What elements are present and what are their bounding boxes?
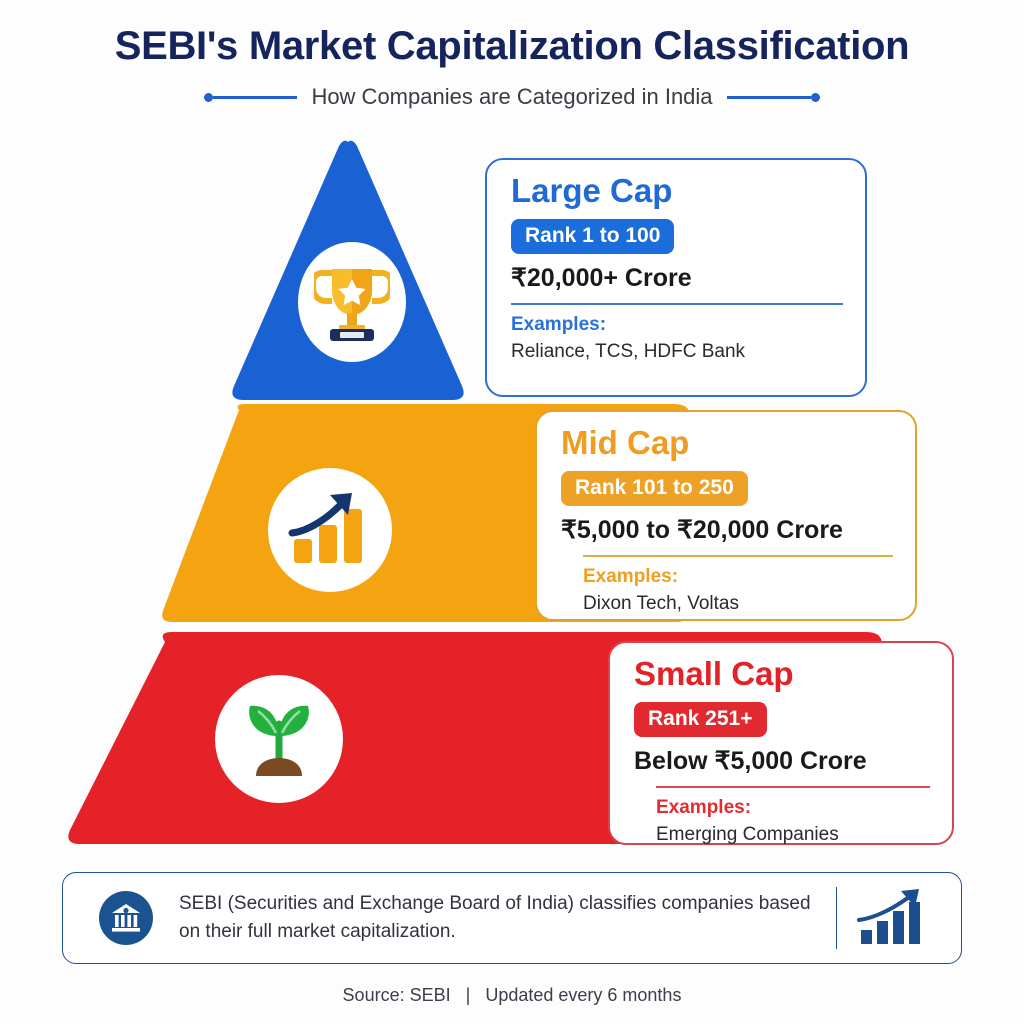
mid-cap-examples-label: Examples:	[583, 566, 679, 588]
mid-cap-value: ₹5,000 to ₹20,000 Crore	[561, 515, 843, 544]
small-cap-icon-bubble	[215, 675, 343, 803]
large-cap-card-body: Large Cap Rank 1 to 100 ₹20,000+ Crore E…	[487, 160, 865, 364]
footer-note: SEBI (Securities and Exchange Board of I…	[62, 872, 962, 964]
header: SEBI's Market Capitalization Classificat…	[0, 24, 1024, 110]
seedling-icon	[249, 705, 309, 776]
footer-note-text: SEBI (Securities and Exchange Board of I…	[179, 893, 811, 942]
small-cap-title: Small Cap	[634, 655, 794, 692]
mid-cap-card-body: Mid Cap Rank 101 to 250 ₹5,000 to ₹20,00…	[537, 412, 915, 616]
large-cap-divider	[511, 303, 843, 306]
small-cap-examples-value: Emerging Companies	[656, 824, 839, 846]
mid-cap-card[interactable]: Mid Cap Rank 101 to 250 ₹5,000 to ₹20,00…	[535, 410, 917, 621]
subtitle-row: How Companies are Categorized in India	[0, 84, 1024, 110]
page-subtitle: How Companies are Categorized in India	[311, 84, 713, 109]
subtitle-rule-right	[726, 92, 820, 102]
mid-cap-title: Mid Cap	[561, 424, 690, 461]
large-cap-icon-bubble	[298, 242, 406, 362]
large-cap-card[interactable]: Large Cap Rank 1 to 100 ₹20,000+ Crore E…	[485, 158, 867, 397]
line-icon	[726, 95, 811, 99]
large-cap-title: Large Cap	[511, 172, 673, 209]
large-cap-value: ₹20,000+ Crore	[511, 263, 692, 292]
source-line: Source: SEBI | Updated every 6 months	[0, 985, 1024, 1006]
bank-icon	[112, 904, 140, 932]
footer-chart-wrap	[857, 888, 929, 948]
mid-cap-examples-value: Dixon Tech, Voltas	[583, 593, 739, 615]
large-cap-examples-label: Examples:	[511, 314, 607, 336]
footer-divider	[835, 887, 837, 949]
dot-icon	[810, 92, 820, 102]
mid-cap-examples-block: Examples: Dixon Tech, Voltas	[583, 566, 893, 616]
source-separator: |	[465, 985, 471, 1005]
bar-chart-growth-icon	[288, 493, 362, 563]
trophy-icon	[314, 269, 390, 341]
subtitle-rule-left	[204, 92, 298, 102]
large-cap-examples-block: Examples: Reliance, TCS, HDFC Bank	[511, 314, 843, 364]
small-cap-examples-block: Examples: Emerging Companies	[656, 797, 930, 847]
small-cap-value: Below ₹5,000 Crore	[634, 746, 867, 775]
large-cap-examples-value: Reliance, TCS, HDFC Bank	[511, 341, 746, 363]
page-title: SEBI's Market Capitalization Classificat…	[114, 24, 910, 68]
small-cap-card[interactable]: Small Cap Rank 251+ Below ₹5,000 Crore E…	[608, 641, 954, 845]
small-cap-rank-badge: Rank 251+	[634, 701, 767, 737]
small-cap-examples-label: Examples:	[656, 797, 752, 819]
small-cap-card-body: Small Cap Rank 251+ Below ₹5,000 Crore E…	[610, 643, 952, 847]
large-cap-rank-badge: Rank 1 to 100	[511, 218, 675, 254]
mid-cap-icon-bubble	[268, 468, 392, 592]
small-cap-divider	[656, 786, 930, 789]
mid-cap-rank-badge: Rank 101 to 250	[561, 470, 748, 506]
updated-label: Updated every 6 months	[485, 985, 682, 1005]
dot-icon	[204, 92, 214, 102]
source-label: Source: SEBI	[342, 985, 451, 1005]
line-icon	[213, 95, 298, 99]
mid-cap-divider	[583, 555, 893, 558]
bank-icon-circle	[99, 891, 153, 945]
growth-chart-icon	[857, 889, 920, 944]
